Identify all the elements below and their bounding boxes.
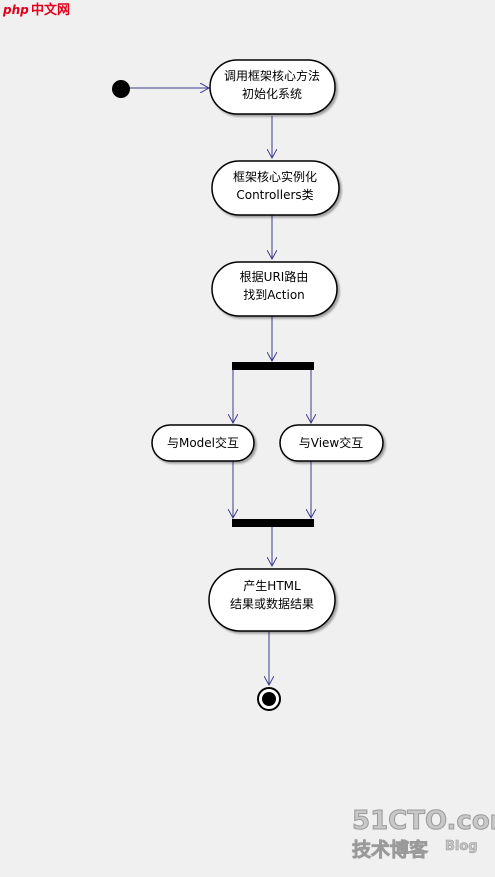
activity-model-shape: [151, 424, 255, 462]
watermark-blog: Blog: [445, 839, 478, 854]
activity-model-line1: 与Model交互: [167, 435, 239, 450]
activity-view-line1: 与View交互: [299, 435, 363, 450]
activity-result-shape: [208, 568, 336, 632]
fork-bar: [232, 362, 314, 370]
activity-routing-line2: 找到Action: [243, 288, 305, 302]
activity-controllers-line2: Controllers类: [236, 188, 313, 202]
final-node: [257, 687, 281, 711]
join-bar: [232, 519, 314, 527]
logo-site-text: 中文网: [31, 2, 70, 18]
activity-result-line1: 产生HTML: [243, 579, 301, 593]
watermark-line1: 51CTO.com: [352, 806, 495, 836]
activity-controllers: 框架核心实例化 Controllers类: [211, 160, 340, 216]
activity-controllers-shape: [211, 160, 340, 216]
activity-routing-shape: [211, 261, 338, 317]
initial-node: [112, 80, 130, 98]
edges: [129, 88, 311, 685]
logo-php-text: php: [2, 3, 29, 17]
activity-init-line1: 调用框架核心方法: [224, 68, 320, 83]
activity-init: 调用框架核心方法 初始化系统: [209, 59, 336, 115]
site-logo: php 中文网: [2, 2, 70, 18]
activity-model: 与Model交互: [151, 424, 255, 462]
watermark-line2: 技术博客: [352, 838, 429, 861]
activity-init-shape: [209, 59, 336, 115]
activity-result: 产生HTML 结果或数据结果: [208, 568, 336, 632]
final-node-dot: [262, 692, 276, 706]
activity-routing-line1: 根据URI路由: [240, 269, 309, 284]
activity-view-shape: [279, 424, 384, 462]
activity-init-line2: 初始化系统: [242, 87, 302, 101]
activity-routing: 根据URI路由 找到Action: [211, 261, 338, 317]
activity-controllers-line1: 框架核心实例化: [233, 169, 317, 184]
activity-result-line2: 结果或数据结果: [230, 596, 314, 611]
watermark: 51CTO.com 技术博客 Blog: [352, 806, 495, 862]
activity-view: 与View交互: [279, 424, 384, 462]
